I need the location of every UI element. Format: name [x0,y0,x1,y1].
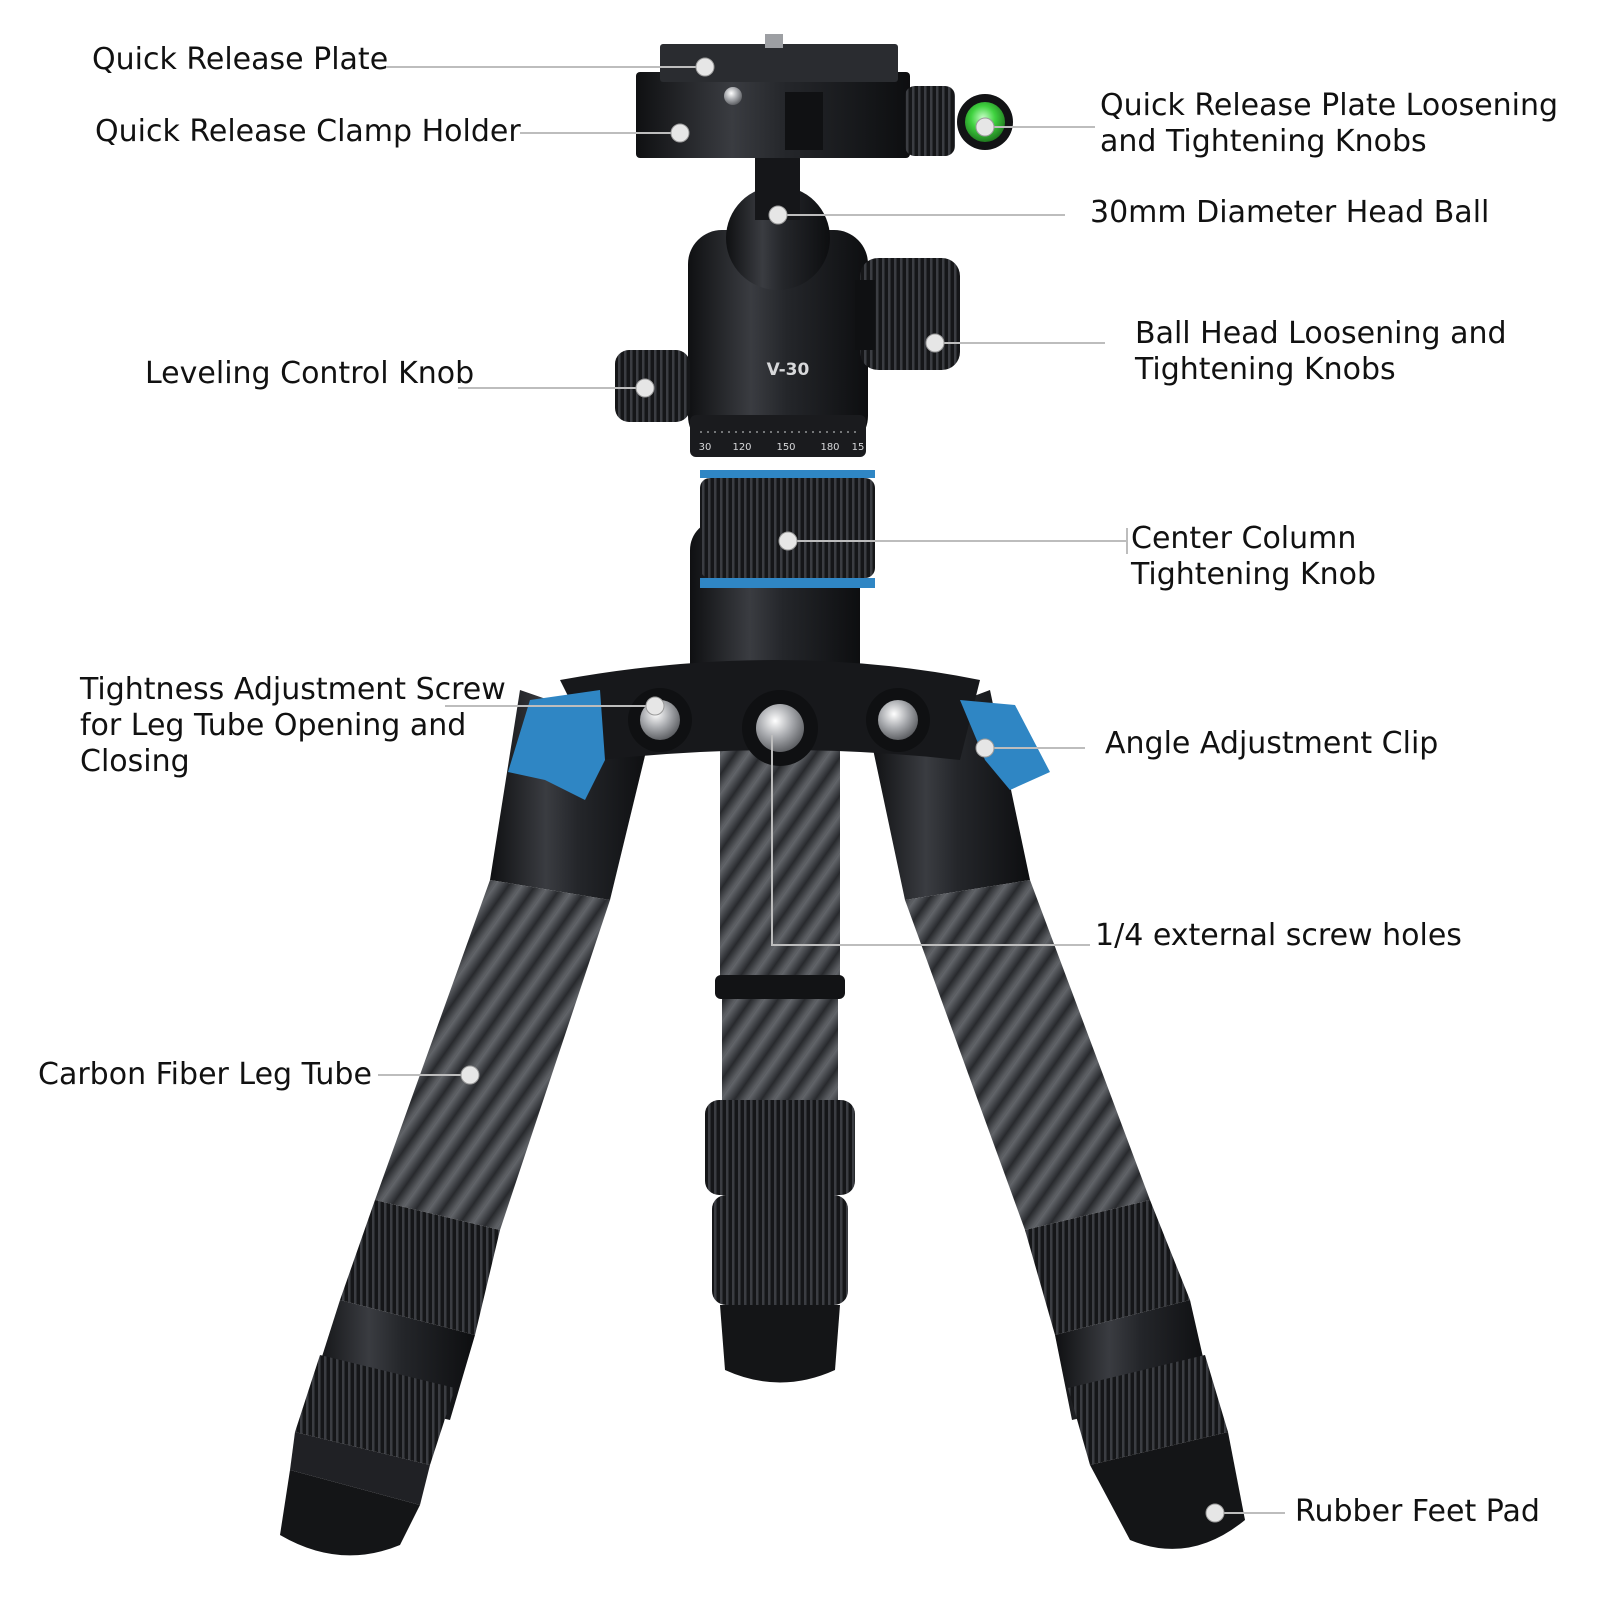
center-screw [756,704,804,752]
center-column [690,520,860,1383]
label-quick-release-plate: Quick Release Plate [92,42,389,77]
head-ball [726,186,830,290]
label-quick-release-clamp-holder: Quick Release Clamp Holder [95,114,521,149]
model-text: V-30 [767,360,810,380]
svg-text:150: 150 [776,442,795,453]
column-knob [700,470,875,588]
left-leg [280,690,650,1556]
svg-text:120: 120 [732,442,751,453]
leader-lines [378,66,1285,1514]
svg-text:180: 180 [820,442,839,453]
label-plate-knobs: Quick Release Plate Loosening and Tighte… [1100,88,1559,159]
ball-head: V-30 30 120 150 180 15 [615,150,960,457]
label-ball-head-knobs: Ball Head Loosening and Tightening Knobs [1135,316,1507,387]
release-plate [660,44,898,82]
right-leg-screw [878,700,918,740]
label-rubber-feet: Rubber Feet Pad [1295,1494,1540,1529]
degree-scale: 30 120 150 180 15 [699,442,865,453]
svg-text:30: 30 [699,442,712,453]
label-head-ball: 30mm Diameter Head Ball [1090,195,1490,230]
label-carbon-leg: Carbon Fiber Leg Tube [38,1057,372,1092]
label-center-column-knob: Center Column Tightening Knob [1131,521,1377,592]
clamp-holder [636,72,910,158]
quick-release [636,34,1013,158]
label-angle-clip: Angle Adjustment Clip [1105,726,1439,761]
label-leveling-knob: Leveling Control Knob [145,356,475,391]
right-angle-clip [960,700,1050,790]
callout-dots [460,57,1225,1523]
svg-text:15: 15 [852,442,865,453]
right-leg [870,690,1245,1549]
label-screw-holes: 1/4 external screw holes [1095,918,1462,953]
label-tightness-screw: Tightness Adjustment Screw for Leg Tube … [80,672,506,779]
left-angle-clip [508,690,605,800]
